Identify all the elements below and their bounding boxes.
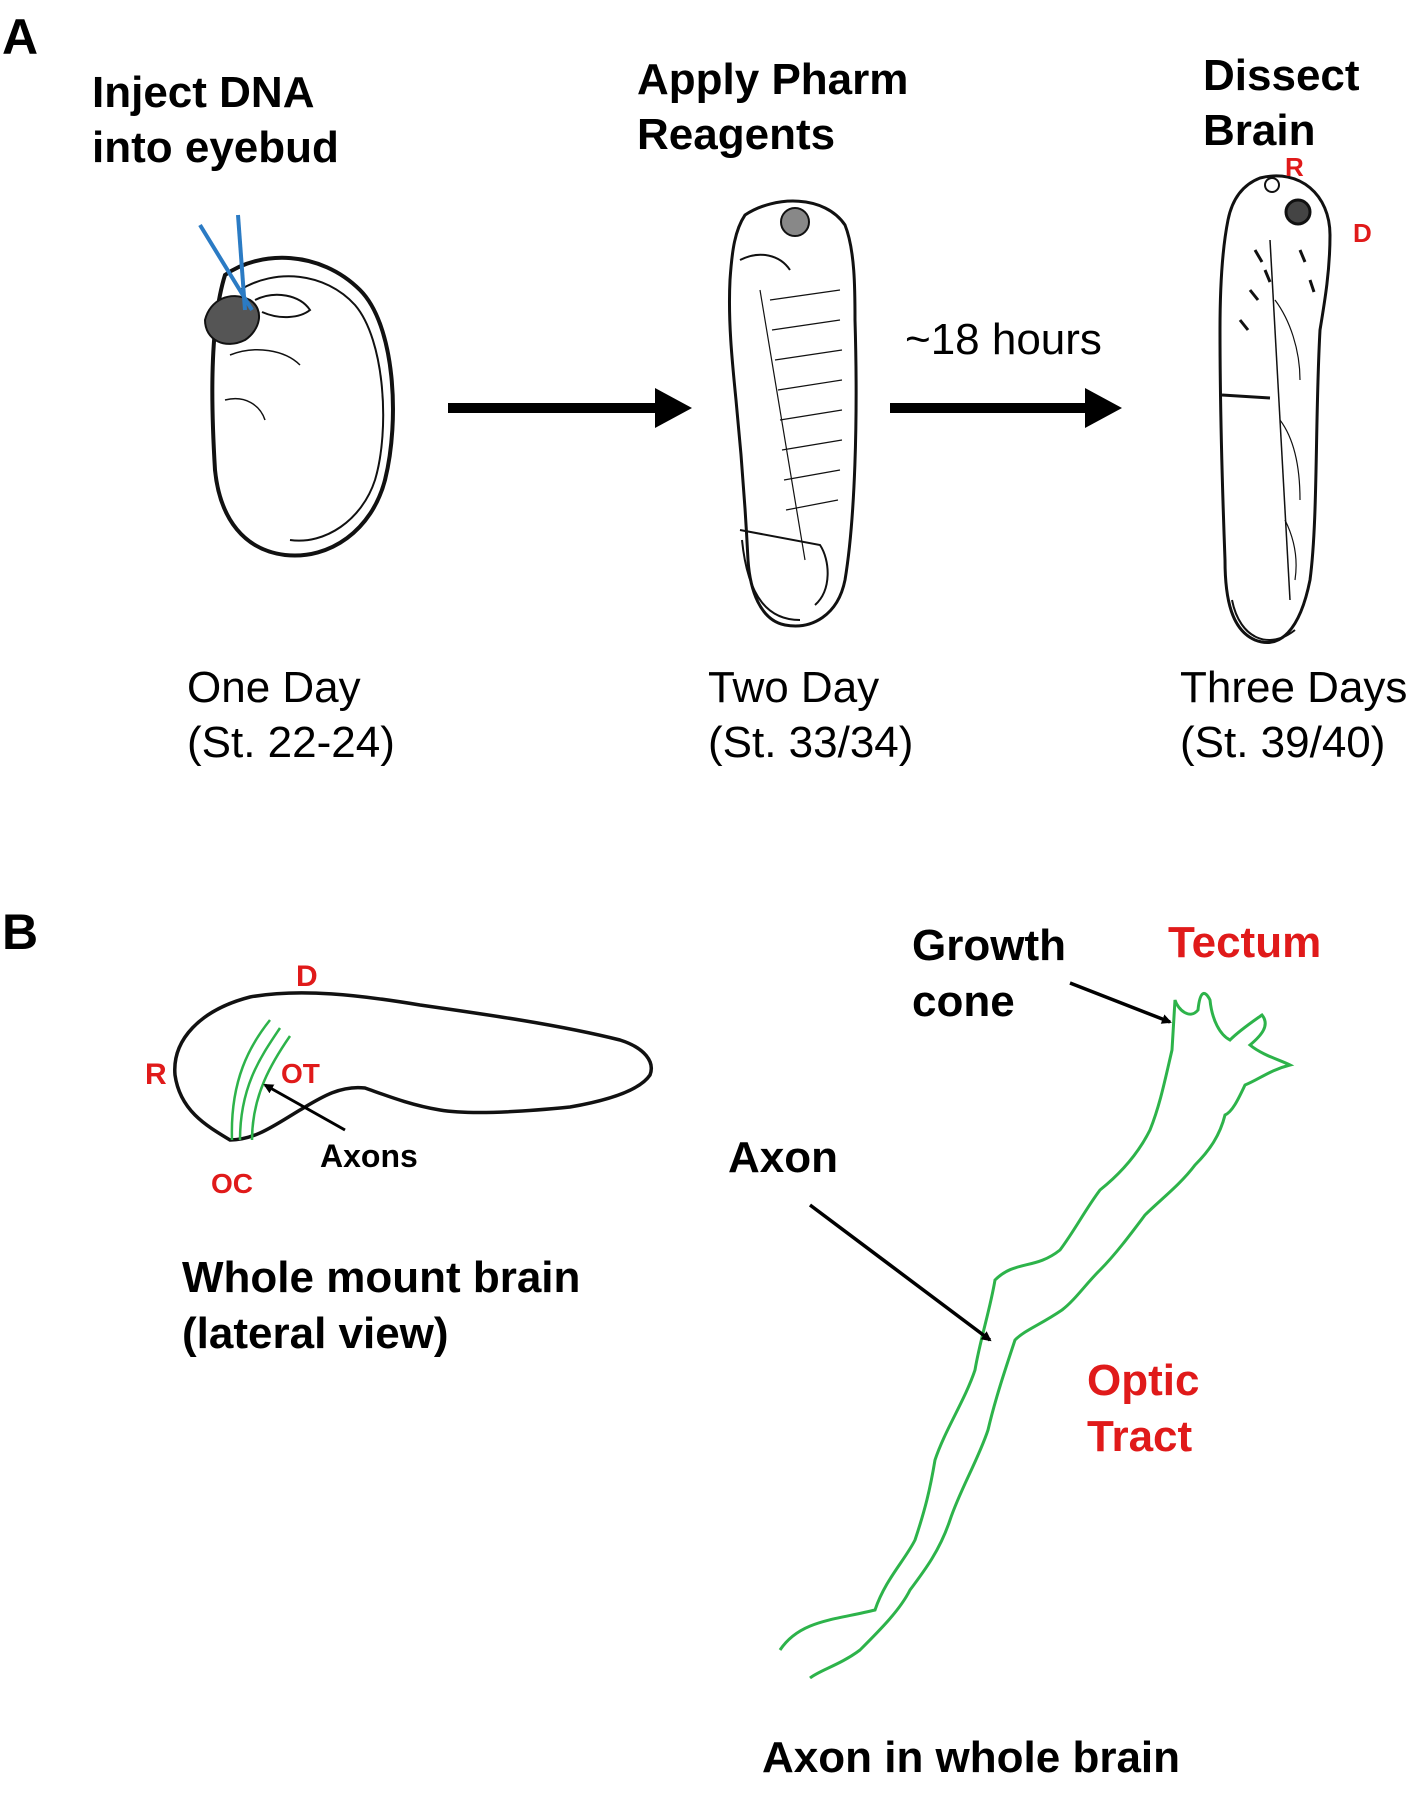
time-interval-label: ~18 hours — [905, 315, 1102, 364]
arrow-step2-to-step3 — [890, 388, 1122, 428]
stage-3-line2: (St. 39/40) — [1180, 718, 1386, 767]
growth-cone-line2: cone — [912, 977, 1015, 1026]
optic-chiasm-abbrev: OC — [211, 1168, 253, 1199]
step-3-title: Dissect Brain — [1203, 48, 1360, 158]
injection-pipette — [198, 214, 254, 312]
axon-caption: Axon in whole brain — [762, 1733, 1181, 1782]
tectum-label: Tectum — [1168, 918, 1322, 967]
panel-a-label: A — [2, 9, 39, 65]
stage-3-line1: Three Days — [1180, 663, 1408, 712]
arrow-step1-to-step2 — [448, 388, 692, 428]
brain-caption-line1: Whole mount brain — [182, 1253, 581, 1302]
embryo-two-day-drawing — [727, 199, 858, 628]
brain-caption-line2: (lateral view) — [182, 1309, 449, 1358]
optic-tract-label: Optic Tract — [1087, 1353, 1199, 1465]
stage-1-line1: One Day — [187, 663, 361, 712]
optic-tectum-abbrev: OT — [281, 1058, 320, 1089]
step-2-title-line1: Apply Pharm — [637, 55, 909, 104]
step-2-title-line2: Reagents — [637, 110, 836, 159]
axon-pointer-arrow — [808, 1203, 992, 1342]
optic-tract-line2: Tract — [1087, 1412, 1193, 1461]
stage-2-line2: (St. 33/34) — [708, 718, 914, 767]
optic-tract-line1: Optic — [1087, 1356, 1200, 1405]
growth-cone-line1: Growth — [912, 921, 1066, 970]
axon-tract-drawing — [778, 991, 1295, 1680]
step-1-title: Inject DNA into eyebud — [92, 65, 339, 175]
step-1-title-line1: Inject DNA — [92, 68, 315, 117]
axon-label: Axon — [728, 1133, 838, 1182]
growth-cone-pointer-arrow — [1069, 981, 1172, 1024]
tadpole-dorsal-label: D — [1353, 218, 1372, 248]
panel-b-label: B — [2, 904, 39, 960]
whole-mount-brain-outline — [173, 991, 653, 1142]
step-1-title-line2: into eyebud — [92, 123, 339, 172]
embryo-one-day-drawing — [203, 255, 395, 558]
stage-2-label: Two Day (St. 33/34) — [708, 660, 913, 770]
step-2-title: Apply Pharm Reagents — [637, 52, 908, 162]
brain-caption: Whole mount brain (lateral view) — [182, 1250, 580, 1362]
tadpole-three-days-drawing — [1218, 174, 1332, 644]
step-3-title-line2: Brain — [1203, 106, 1316, 155]
stage-3-label: Three Days (St. 39/40) — [1180, 660, 1407, 770]
axons-label: Axons — [320, 1138, 418, 1174]
brain-rostral-label: R — [145, 1058, 167, 1091]
step-3-title-line1: Dissect — [1203, 51, 1360, 100]
stage-1-label: One Day (St. 22-24) — [187, 660, 395, 770]
brain-dorsal-label: D — [296, 960, 318, 993]
axons-pointer-arrow — [263, 1083, 346, 1132]
growth-cone-label: Growth cone — [912, 918, 1066, 1030]
tadpole-rostral-label: R — [1285, 152, 1304, 182]
stage-2-line1: Two Day — [708, 663, 880, 712]
stage-1-line2: (St. 22-24) — [187, 718, 395, 767]
